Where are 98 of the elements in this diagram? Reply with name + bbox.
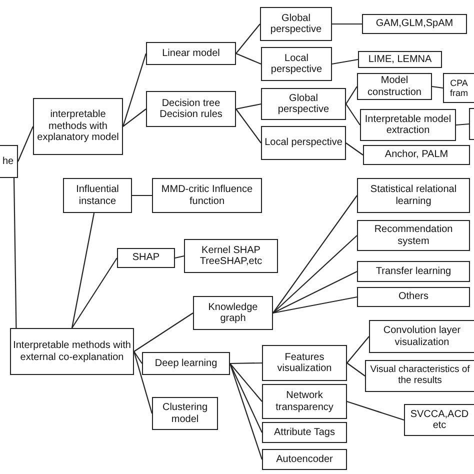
connector-line [132, 194, 152, 196]
category-box [261, 88, 346, 120]
category-box [360, 109, 456, 141]
category-box [357, 73, 432, 100]
box-label: CPA fram [449, 78, 469, 98]
box-label: Transfer learning [376, 266, 452, 278]
connector-line [346, 104, 360, 126]
connector-line [272, 195, 358, 314]
box-label: Visual characteristics of the results [369, 365, 471, 387]
category-box [10, 328, 134, 375]
connector-line [346, 142, 364, 156]
box-label: Local perspective [270, 52, 324, 76]
category-box [260, 7, 332, 41]
category-box [261, 47, 332, 81]
box-label: GAM,GLM,SpAM [376, 18, 454, 30]
connector-line [272, 235, 358, 314]
box-label: Recommendation system [373, 224, 454, 247]
category-box [117, 248, 175, 268]
box-label: Network transparency [274, 390, 334, 413]
category-box [63, 178, 132, 213]
category-box [33, 98, 123, 155]
box-label: Deep learning [154, 358, 218, 370]
connector-line [346, 400, 404, 421]
connector-line [432, 86, 444, 89]
connector-line [236, 103, 262, 110]
category-box [0, 145, 18, 178]
connector-line [346, 336, 370, 364]
box-label: Local perspective [264, 137, 342, 149]
connector-line [134, 351, 142, 364]
connector-line [134, 312, 194, 352]
box-label: interpretable methods with explanatory model [36, 109, 120, 144]
category-box [262, 422, 347, 443]
category-box [152, 397, 218, 430]
category-box [357, 287, 470, 307]
category-box [404, 404, 474, 436]
box-label: Anchor, PALM [384, 149, 448, 161]
box-label: Global perspective [269, 12, 323, 36]
connector-line [230, 363, 262, 402]
connector-line [236, 24, 260, 54]
connector-line [230, 363, 262, 433]
box-label: Features visualization [276, 352, 333, 374]
connector-line [122, 108, 146, 127]
connector-line [332, 58, 358, 65]
box-label: Convolution layer visualization [382, 325, 462, 348]
box-label: he [2, 156, 14, 168]
connector-line [236, 108, 262, 144]
box-label: Knowledge graph [207, 302, 259, 324]
connector-line [18, 126, 34, 162]
category-box [357, 178, 470, 213]
connector-line [236, 53, 262, 64]
connector-line [456, 123, 470, 126]
box-label: Clustering model [161, 402, 209, 425]
category-box [142, 352, 230, 375]
connector-line [174, 255, 184, 259]
box-label: SVCCA,ACD etc [409, 408, 470, 432]
category-box [369, 320, 474, 353]
category-box [193, 296, 273, 330]
connector-line [272, 296, 358, 314]
box-label: Interpretable methods with external co-explanation [13, 340, 131, 363]
connector-line [133, 351, 153, 414]
category-box [357, 261, 470, 282]
connector-line [346, 86, 358, 104]
category-box [261, 126, 346, 160]
category-box [184, 239, 278, 273]
box-label: Others [398, 291, 428, 303]
category-box [365, 360, 474, 392]
box-label: Attribute Tags [274, 426, 335, 438]
box-label: Kernel SHAP TreeSHAP,etc [198, 244, 264, 268]
box-label: SHAP [132, 252, 160, 264]
connector-line [72, 258, 118, 328]
connector-line [71, 212, 95, 328]
connector-line [13, 178, 17, 328]
category-box [357, 220, 470, 251]
box-label: Decision tree Decision rules [158, 98, 224, 120]
box-label: Statistical relational learning [369, 184, 458, 207]
category-box [152, 178, 262, 213]
box-label: Influential instance [75, 184, 120, 207]
category-box [146, 91, 236, 127]
category-box [262, 384, 347, 419]
box-label: Model construction [366, 75, 422, 98]
category-box [362, 14, 467, 34]
category-box [262, 345, 347, 381]
box-label: Global perspective [276, 92, 330, 116]
connector-line [332, 23, 362, 25]
connector-line [122, 53, 147, 127]
box-label: LIME, LEMNA [368, 54, 432, 66]
box-label: Autoencoder [276, 454, 333, 466]
category-box [443, 73, 474, 103]
box-label: MMD-critic Influence function [160, 184, 254, 207]
connector-line [272, 271, 358, 314]
box-label: Interpretable model extraction [364, 114, 452, 136]
category-box [146, 42, 236, 65]
category-box [262, 449, 347, 470]
category-box [363, 145, 470, 165]
box-label: Linear model [162, 48, 220, 60]
category-box [358, 51, 442, 68]
connector-line [346, 362, 366, 376]
connector-line [230, 362, 262, 364]
